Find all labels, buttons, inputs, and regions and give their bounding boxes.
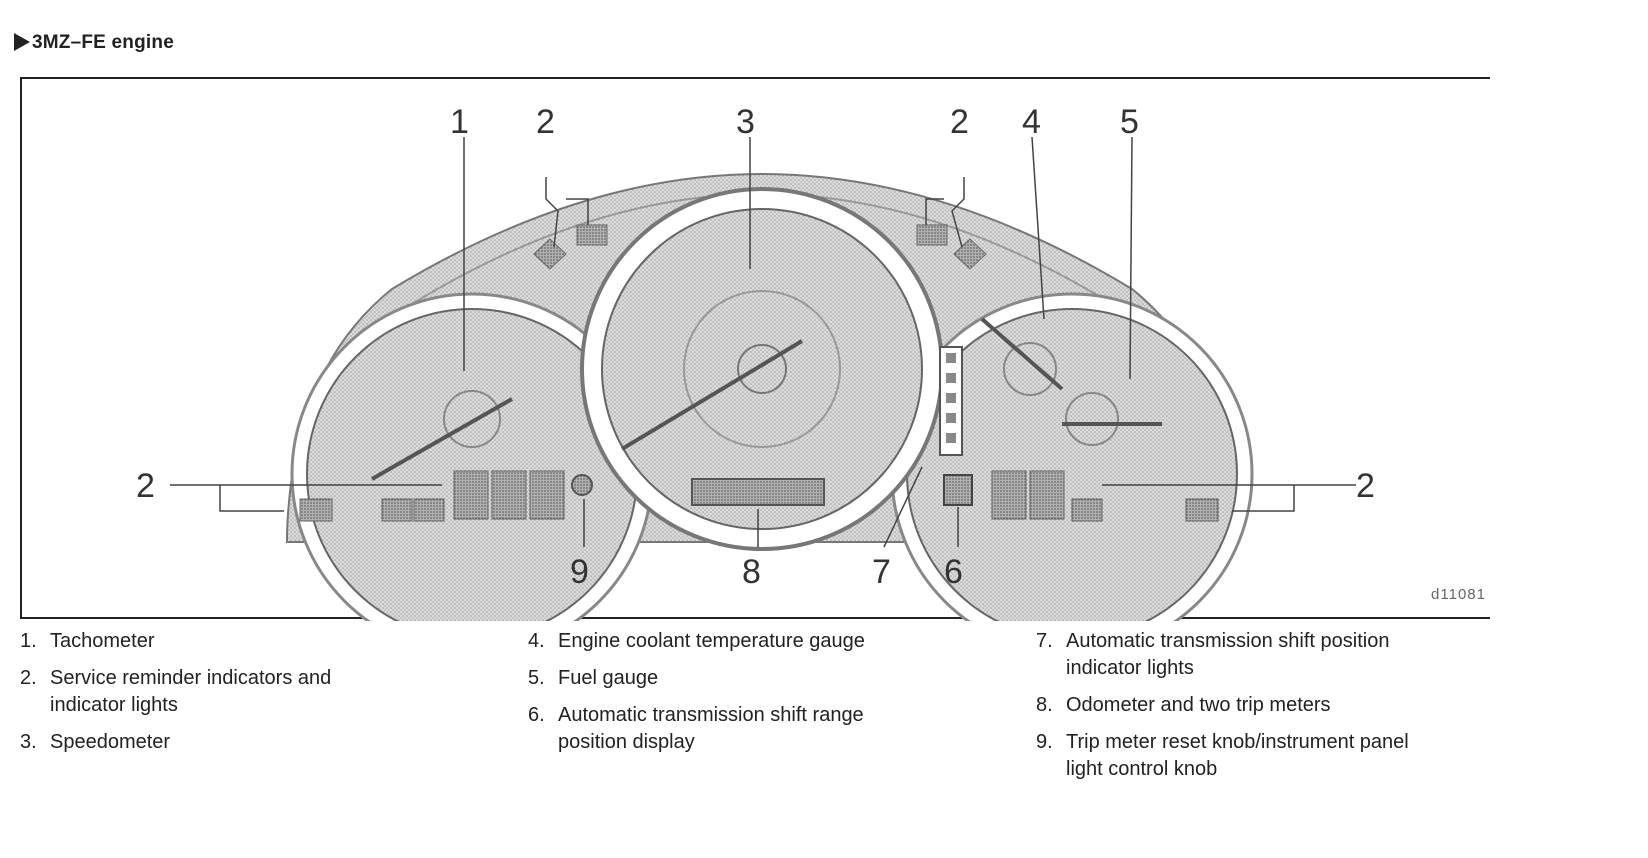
legend-item-3: 3. Speedometer: [20, 729, 490, 756]
legend-item-2: 2. Service reminder indicators and indica…: [20, 665, 490, 719]
legend-item-4: 4. Engine coolant temperature gauge: [528, 628, 1008, 655]
callout-6: 6: [944, 553, 963, 591]
legend-column-1: 1. Tachometer 2. Service reminder indicato…: [20, 628, 490, 766]
legend-text: Service reminder indicators and indicato…: [50, 667, 332, 716]
callout-2-right: 2: [1356, 467, 1375, 505]
callout-8: 8: [742, 553, 761, 591]
callout-2-top-left: 2: [536, 103, 555, 141]
callout-2-left: 2: [136, 467, 155, 505]
shift-range-display: [943, 474, 973, 506]
legend-text: Fuel gauge: [558, 667, 659, 689]
legend-item-7: 7. Automatic transmission shift position …: [1036, 628, 1536, 682]
legend-text: Trip meter reset knob/instrument panel l…: [1066, 731, 1409, 780]
triangle-bullet-icon: [14, 33, 30, 51]
legend-item-8: 8. Odometer and two trip meters: [1036, 692, 1536, 719]
figure-id: d11081: [1431, 586, 1486, 603]
legend-num: 9.: [1036, 731, 1053, 753]
section-heading: 3MZ–FE engine: [14, 32, 174, 54]
legend-text: Tachometer: [50, 630, 155, 652]
callout-5: 5: [1120, 103, 1139, 141]
legend-column-3: 7. Automatic transmission shift position …: [1036, 628, 1536, 793]
callout-1: 1: [450, 103, 469, 141]
temp-fuel-gauge: [890, 292, 1254, 621]
callout-7: 7: [872, 553, 891, 591]
legend-num: 6.: [528, 704, 545, 726]
legend-item-6: 6. Automatic transmission shift range pos…: [528, 702, 1008, 756]
legend-item-1: 1. Tachometer: [20, 628, 490, 655]
legend-num: 4.: [528, 630, 545, 652]
speedometer-gauge: [580, 187, 944, 551]
callout-3: 3: [736, 103, 755, 141]
legend-text: Engine coolant temperature gauge: [558, 630, 865, 652]
legend-column-2: 4. Engine coolant temperature gauge 5. Fue…: [528, 628, 1008, 766]
legend-num: 5.: [528, 667, 545, 689]
legend-num: 2.: [20, 667, 37, 689]
tachometer-gauge: [290, 292, 654, 621]
instrument-cluster-figure: 1 2 3 2 4 5 2 2 9 8 7 6 d11081: [20, 77, 1490, 621]
callout-9: 9: [570, 553, 589, 591]
legend-num: 8.: [1036, 694, 1053, 716]
cluster-illustration: [170, 136, 1356, 621]
legend-item-9: 9. Trip meter reset knob/instrument panel…: [1036, 729, 1536, 783]
legend-num: 7.: [1036, 630, 1053, 652]
reset-knob: [571, 474, 593, 496]
legend-item-5: 5. Fuel gauge: [528, 665, 1008, 692]
legend-text: Speedometer: [50, 731, 171, 753]
legend-num: 1.: [20, 630, 37, 652]
legend-text: Odometer and two trip meters: [1066, 694, 1331, 716]
legend-text: Automatic transmission shift position in…: [1066, 630, 1390, 679]
callout-2-top-right: 2: [950, 103, 969, 141]
legend-num: 3.: [20, 731, 37, 753]
legend-text: Automatic transmission shift range posit…: [558, 704, 864, 753]
heading-text: 3MZ–FE engine: [32, 32, 174, 53]
odometer-display: [691, 478, 825, 506]
callout-4: 4: [1022, 103, 1041, 141]
